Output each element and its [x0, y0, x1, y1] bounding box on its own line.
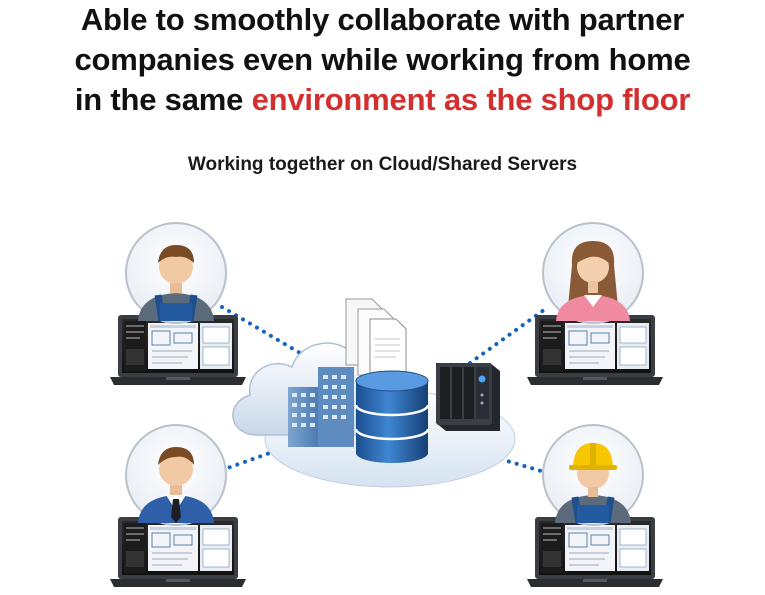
node-top-left	[109, 222, 247, 386]
laptop-icon	[109, 314, 247, 386]
connector-top-left	[220, 305, 302, 355]
male-office-worker-icon	[138, 447, 214, 523]
male-worker-icon	[138, 245, 214, 322]
hardhat-worker-icon	[555, 443, 631, 524]
building-icon	[288, 367, 354, 447]
headline-line-3-accent: environment as the shop floor	[251, 82, 691, 117]
node-bottom-right	[526, 424, 664, 588]
headline-line-1: Able to smoothly collaborate with partne…	[80, 2, 685, 37]
headline-line-2: companies even while working from home	[74, 42, 691, 77]
document-stack-icon	[345, 298, 407, 386]
laptop-icon	[109, 516, 247, 588]
laptop-icon	[526, 314, 664, 386]
connector-bottom-right	[468, 448, 550, 475]
collaboration-diagram	[109, 222, 664, 588]
connector-lines	[220, 305, 550, 475]
node-bottom-left	[109, 424, 247, 588]
female-worker-icon	[556, 241, 630, 321]
headline: Able to smoothly collaborate with partne…	[0, 0, 765, 120]
database-icon	[354, 370, 430, 463]
center-cluster	[232, 298, 516, 488]
connector-bottom-left	[220, 441, 300, 472]
nas-server-icon	[436, 363, 500, 431]
connector-top-right	[468, 305, 550, 365]
node-top-right	[526, 222, 664, 386]
diagram-subtitle: Working together on Cloud/Shared Servers	[187, 154, 578, 175]
laptop-icon	[526, 516, 664, 588]
headline-line-3-plain: in the same	[74, 82, 252, 117]
